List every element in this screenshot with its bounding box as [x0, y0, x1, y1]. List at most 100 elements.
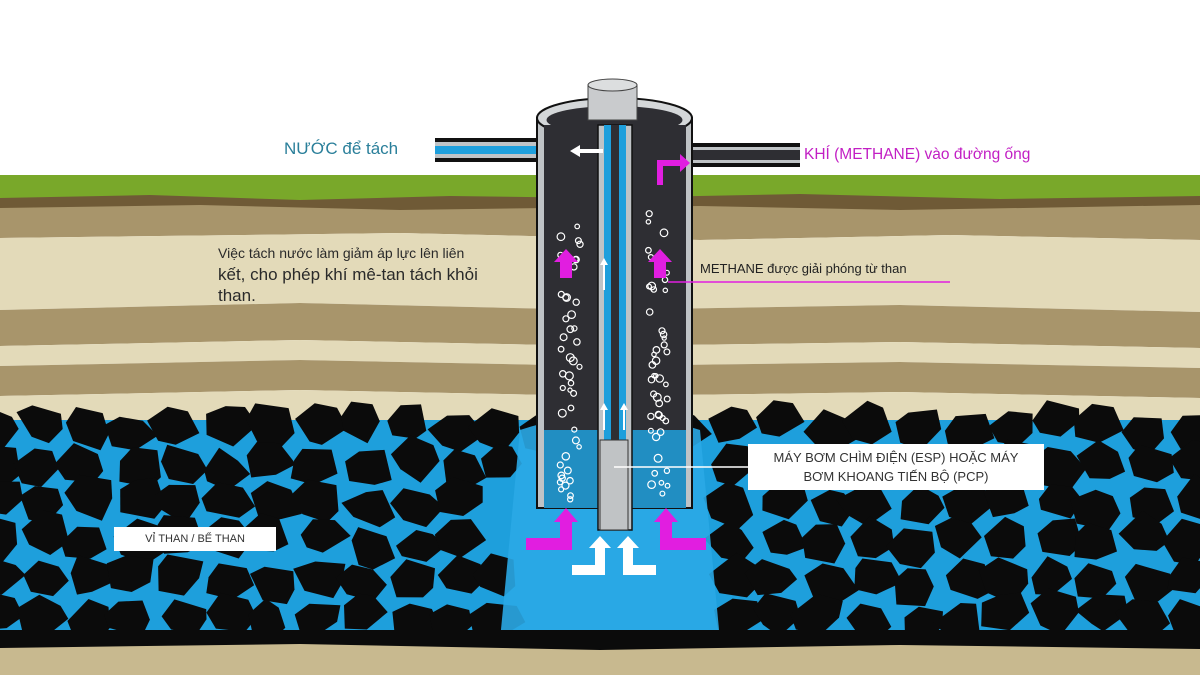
water-output-label: NƯỚC để tách — [284, 139, 399, 158]
coal-chunk — [841, 400, 892, 445]
gas-bubble — [559, 333, 568, 342]
gas-bubble — [567, 492, 574, 500]
coal-chunk — [206, 563, 255, 600]
gas-bubble — [561, 481, 570, 490]
coal-chunk — [756, 400, 805, 437]
coal-chunk — [981, 592, 1030, 631]
gas-bubble — [645, 283, 652, 290]
water-inflow-arrow-right — [617, 536, 656, 575]
gas-bubble — [663, 348, 671, 356]
coal-chunk — [204, 447, 251, 491]
coal-chunk — [714, 598, 762, 636]
gas-bubble — [556, 232, 566, 242]
gas-bubble — [647, 375, 656, 384]
gas-bubble — [566, 325, 575, 334]
coal-chunk — [427, 415, 486, 452]
gas-bubble — [557, 345, 565, 353]
coal-chunk — [762, 519, 807, 555]
coal-chunk — [0, 481, 23, 515]
coal-chunk — [1031, 447, 1087, 491]
coal-chunk — [1075, 594, 1129, 632]
gas-bubble — [561, 451, 571, 461]
water-inflow-arrow-left — [572, 536, 611, 575]
coal-chunk — [790, 593, 843, 635]
gas-bubble — [647, 281, 657, 291]
gas-bubble — [567, 379, 575, 387]
coal-chunk — [335, 564, 387, 602]
coal-chunk — [988, 411, 1033, 446]
gas-bubble — [651, 432, 661, 442]
gas-bubble — [655, 374, 665, 383]
gas-bubble — [571, 325, 578, 332]
gas-bubble — [645, 246, 652, 254]
gas-bubble — [658, 327, 666, 335]
coal-chunk — [0, 446, 21, 487]
coal-chunk — [708, 406, 757, 443]
gas-bubble — [652, 346, 661, 354]
coal-chunk — [481, 444, 522, 478]
coal-chunk — [467, 408, 520, 452]
pump-label-line: MÁY BƠM CHÌM ĐIỆN (ESP) HOẶC MÁY — [773, 450, 1019, 465]
gas-bubble — [567, 404, 575, 412]
coal-chunk — [944, 413, 995, 449]
gas-bubble — [648, 361, 657, 369]
coal-chunk — [0, 594, 24, 629]
gas-bubble — [572, 298, 580, 306]
coal-seam-label: VỈ THAN / BỂ THAN — [114, 527, 276, 551]
coal-chunk — [250, 566, 295, 605]
gas-bubble — [655, 399, 664, 408]
explanation-line: kết, cho phép khí mê-tan tách khỏi — [218, 265, 478, 284]
water-up-arrow-3 — [620, 403, 628, 430]
coal-chunk — [341, 401, 380, 444]
coal-chunk — [1177, 473, 1200, 519]
gas-bubble — [647, 480, 656, 490]
water-up-arrow-2 — [600, 403, 608, 430]
gas-bubble — [556, 461, 564, 469]
coal-chunk — [392, 603, 440, 639]
gas-bubble — [567, 496, 574, 503]
pump-label-box: MÁY BƠM CHÌM ĐIỆN (ESP) HOẶC MÁY BƠM KHO… — [748, 444, 1044, 490]
gas-bubble — [660, 341, 668, 349]
coal-chunk — [21, 510, 69, 555]
coal-chunk — [802, 524, 846, 564]
coal-chunk — [1074, 563, 1117, 599]
coal-chunk — [836, 485, 892, 527]
coal-chunk — [104, 416, 158, 451]
coal-chunk — [708, 552, 767, 598]
coal-chunk — [1167, 557, 1200, 594]
gas-bubble — [573, 338, 581, 346]
coal-chunk — [895, 409, 942, 451]
coal-chunk — [60, 526, 107, 559]
coal-chunk — [344, 593, 388, 630]
gas-bubble — [663, 381, 669, 388]
gas-bubble — [559, 384, 566, 392]
gas-output-label: KHÍ (METHANE) vào đường ống — [804, 146, 1031, 163]
gas-up-arrow-right — [648, 249, 672, 278]
coal-chunk — [894, 568, 934, 607]
coal-chunk — [850, 516, 895, 559]
gas-bubble — [563, 466, 572, 475]
gas-inflow-arrow-left — [526, 508, 578, 550]
coal-chunk — [65, 407, 109, 451]
gas-bubble — [645, 210, 653, 218]
coal-chunk — [341, 490, 396, 528]
gas-bubble — [574, 223, 581, 230]
coal-chunk — [1118, 510, 1170, 551]
coal-chunk — [390, 435, 440, 483]
explanation-text: Việc tách nước làm giảm áp lực lên liên … — [218, 243, 518, 306]
gas-bubble — [645, 308, 654, 316]
coal-chunk — [16, 405, 63, 444]
coal-chunk — [286, 479, 339, 523]
coal-chunk — [934, 517, 982, 559]
gas-bubble — [557, 290, 565, 298]
coal-chunk — [1037, 518, 1083, 556]
gas-bubble — [557, 408, 567, 418]
coal-chunk — [1038, 484, 1083, 519]
coal-chunk — [0, 412, 19, 448]
gas-pipe-core — [684, 150, 800, 160]
water-up-arrow — [600, 258, 608, 290]
coal-chunk — [1128, 444, 1174, 483]
coal-chunk — [1070, 489, 1121, 531]
gas-bubble — [570, 389, 578, 397]
